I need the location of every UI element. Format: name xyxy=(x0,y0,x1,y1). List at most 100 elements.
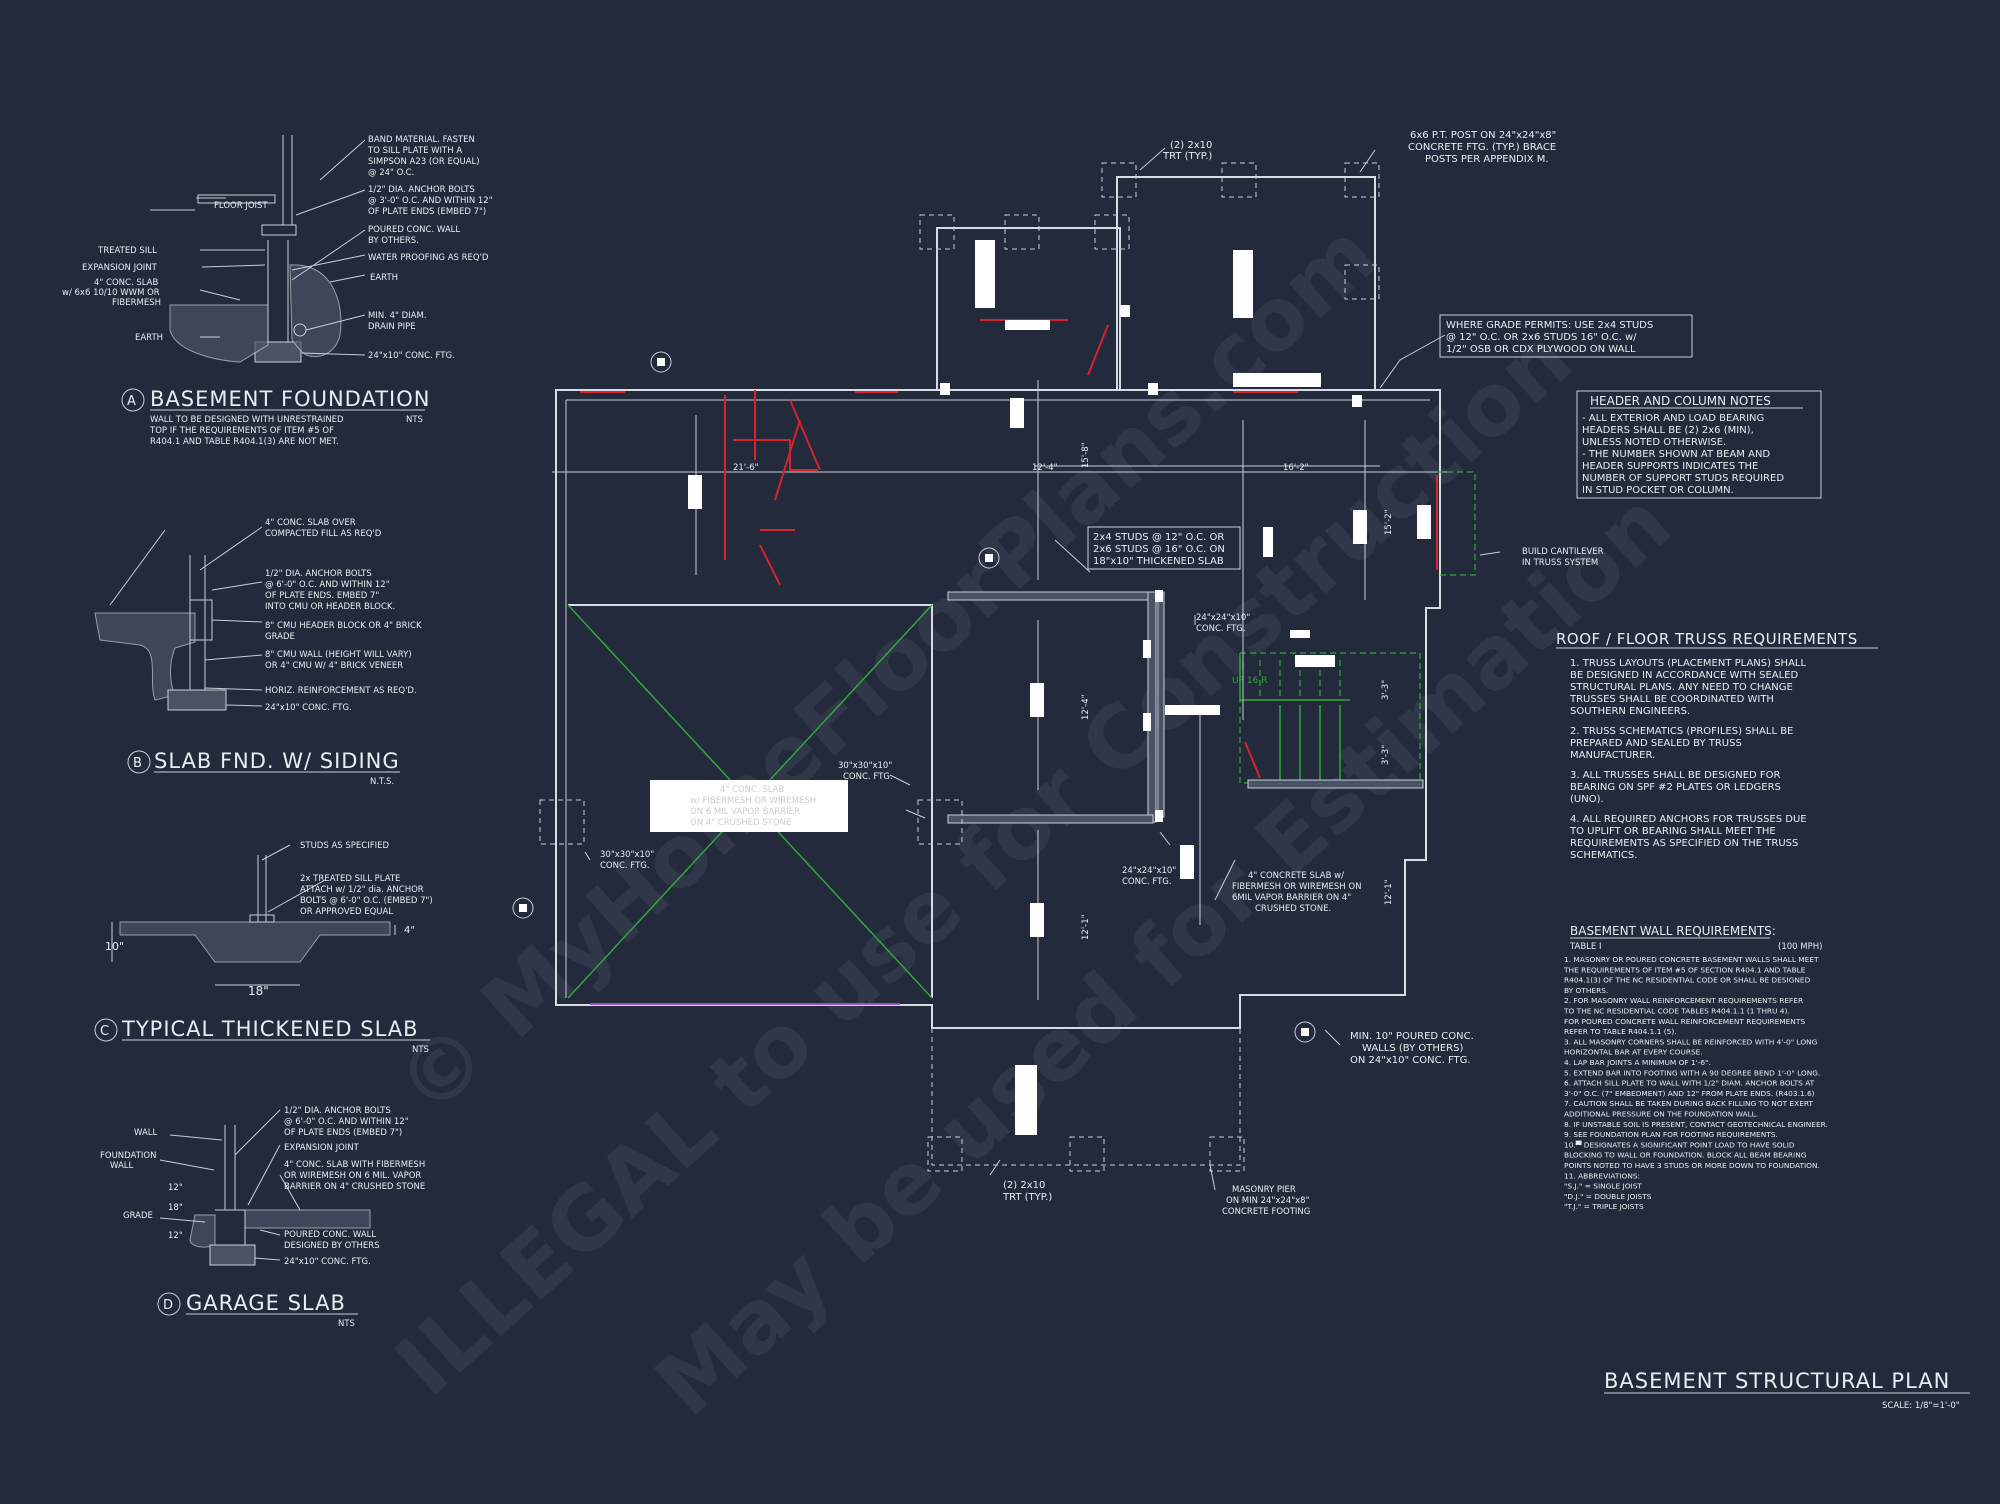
detail-b-anchor-4: INTO CMU OR HEADER BLOCK. xyxy=(265,602,395,612)
detail-a-floor-joist: FLOOR JOIST xyxy=(214,201,268,211)
header-notes-line-6: NUMBER OF SUPPORT STUDS REQUIRED xyxy=(1582,473,1784,484)
header-notes-line-3: UNLESS NOTED OTHERWISE. xyxy=(1582,437,1726,448)
truss-1-1: 1. TRUSS LAYOUTS (PLACEMENT PLANS) SHALL xyxy=(1570,658,1806,669)
detail-b-scale: N.T.S. xyxy=(370,777,394,787)
studs-note-1: 2x4 STUDS @ 12" O.C. OR xyxy=(1093,532,1224,543)
detail-c-marker: C xyxy=(100,1024,109,1039)
plan-slab-3: 6MIL VAPOR BARRIER ON 4" xyxy=(1232,893,1351,903)
bwr-line: 8. IF UNSTABLE SOIL IS PRESENT, CONTACT … xyxy=(1564,1120,1828,1129)
grade-note-box xyxy=(1439,314,1693,358)
detail-a-drain-1: MIN. 4" DIAM. xyxy=(368,311,427,321)
trt-bottom-2: TRT (TYP.) xyxy=(1002,1192,1052,1203)
detail-c-sill-3: BOLTS @ 6'-0" O.C. (EMBED 7") xyxy=(300,896,433,906)
post-note-1: 6x6 P.T. POST ON 24"x24"x8" xyxy=(1410,130,1556,141)
basement-plan: UP 16 R xyxy=(512,130,1693,1217)
detail-a-band-3: SIMPSON A23 (OR EQUAL) xyxy=(368,157,480,167)
detail-b-title: SLAB FND. W/ SIDING xyxy=(154,749,400,773)
bwr-line: FOR POURED CONCRETE WALL REINFORCEMENT R… xyxy=(1564,1017,1805,1026)
detail-a-band-4: @ 24" O.C. xyxy=(368,168,414,178)
dashed-footings xyxy=(539,162,1380,1172)
detail-a-anchor-3: OF PLATE ENDS (EMBED 7") xyxy=(368,207,486,217)
truss-2-3: MANUFACTURER. xyxy=(1570,750,1655,761)
sheet-title-block: BASEMENT STRUCTURAL PLAN SCALE: 1/8"=1'-… xyxy=(1604,1369,1970,1411)
cantilever-1: BUILD CANTILEVER xyxy=(1522,547,1604,557)
detail-c-dim-slab: 4" xyxy=(404,925,415,936)
stair-up-label: UP 16 R xyxy=(1232,676,1267,686)
ftg-30b-1: 30"x30"x10" xyxy=(600,850,654,860)
bwr-line: 10.▀ DESIGNATES A SIGNIFICANT POINT LOAD… xyxy=(1564,1140,1795,1149)
sheet-title: BASEMENT STRUCTURAL PLAN xyxy=(1604,1369,1950,1393)
detail-b-anchor-2: @ 6'-0" O.C. AND WITHIN 12" xyxy=(265,580,390,590)
detail-d-slab-2: OR WIREMESH ON 6 MIL. VAPOR xyxy=(284,1171,421,1181)
truss-1-4: TRUSSES SHALL BE COORDINATED WITH xyxy=(1569,694,1774,705)
garage-slab-box xyxy=(650,780,848,832)
bwr-line: 3. ALL MASONRY CORNERS SHALL BE REINFORC… xyxy=(1564,1037,1818,1046)
detail-a-waterproof: WATER PROOFING AS REQ'D xyxy=(368,253,489,263)
header-column-notes: HEADER AND COLUMN NOTES - ALL EXTERIOR A… xyxy=(1576,390,1822,499)
detail-b-slab-2: COMPACTED FILL AS REQ'D xyxy=(265,529,382,539)
bwr-line: "S.J." = SINGLE JOIST xyxy=(1564,1182,1642,1191)
detail-b-cmu-1: 8" CMU WALL (HEIGHT WILL VARY) xyxy=(265,650,412,660)
detail-a-drain-2: DRAIN PIPE xyxy=(368,322,416,332)
detail-c-scale: NTS xyxy=(412,1045,429,1055)
detail-b-ftg: 24"x10" CONC. FTG. xyxy=(265,703,352,713)
truss-3-2: BEARING ON SPF #2 PLATES OR LEDGERS xyxy=(1570,782,1781,793)
header-notes-line-2: HEADERS SHALL BE (2) 2x6 (MIN), xyxy=(1582,425,1754,436)
ftg-24a-1: 24"x24"x10" xyxy=(1196,613,1250,623)
bwr-line: R404.1(3) OF THE NC RESIDENTIAL CODE OR … xyxy=(1564,976,1811,985)
detail-a-slab-1: 4" CONC. SLAB xyxy=(94,278,158,288)
bwr-line: BY OTHERS. xyxy=(1564,986,1608,995)
header-notes-line-5: HEADER SUPPORTS INDICATES THE xyxy=(1582,461,1758,472)
detail-a-title: BASEMENT FOUNDATION xyxy=(150,387,430,411)
detail-d-dim-18: 18" xyxy=(168,1203,183,1213)
bwr-line: POINTS NOTED TO HAVE 3 STUDS OR MORE DOW… xyxy=(1564,1161,1820,1170)
pier-3: CONCRETE FOOTING xyxy=(1222,1207,1310,1217)
bwr-line: 7. CAUTION SHALL BE TAKEN DURING BACK FI… xyxy=(1564,1099,1813,1108)
bwr-line: 2. FOR MASONRY WALL REINFORCEMENT REQUIR… xyxy=(1564,996,1803,1005)
stair: UP 16 R xyxy=(1232,652,1424,789)
trt-bottom-1: (2) 2x10 xyxy=(1003,1180,1045,1191)
header-notes-line-1: - ALL EXTERIOR AND LOAD BEARING xyxy=(1582,413,1764,424)
grade-note-3: 1/2" OSB OR CDX PLYWOOD ON WALL xyxy=(1446,344,1636,355)
truss-4-4: SCHEMATICS. xyxy=(1570,850,1637,861)
basement-wall-requirements: 1. MASONRY OR POURED CONCRETE BASEMENT W… xyxy=(1563,955,1828,1211)
wall-note-3: ON 24"x10" CONC. FTG. xyxy=(1350,1055,1471,1066)
detail-d-fnd-wall-2: WALL xyxy=(110,1161,133,1171)
detail-b-anchor-3: OF PLATE ENDS. EMBED 7" xyxy=(265,591,379,601)
bwr-line: 1. MASONRY OR POURED CONCRETE BASEMENT W… xyxy=(1564,955,1819,964)
ftg-30a-1: 30"x30"x10" xyxy=(838,761,892,771)
detail-d-expansion: EXPANSION JOINT xyxy=(284,1143,360,1153)
detail-a-note-3: R404.1 AND TABLE R404.1(3) ARE NOT MET. xyxy=(150,437,339,447)
bwr-line: REFER TO TABLE R404.1.1 (5). xyxy=(1564,1027,1677,1036)
bwr-line: HORIZONTAL BAR AT EVERY COURSE. xyxy=(1564,1048,1703,1057)
detail-a-anchor-1: 1/2" DIA. ANCHOR BOLTS xyxy=(368,185,475,195)
ftg-30b-2: CONC. FTG. xyxy=(600,861,650,871)
trt-top-1: (2) 2x10 xyxy=(1170,140,1212,151)
detail-a-earth-left: EARTH xyxy=(135,333,163,343)
watermark-line-2: ILLEGAL to use for Construction xyxy=(377,309,1591,1416)
truss-3-1: 3. ALL TRUSSES SHALL BE DESIGNED FOR xyxy=(1570,770,1781,781)
post-note-2: CONCRETE FTG. (TYP.) BRACE xyxy=(1408,142,1556,153)
detail-a-expansion: EXPANSION JOINT xyxy=(82,263,158,273)
wall-note-1: MIN. 10" POURED CONC. xyxy=(1350,1031,1474,1042)
detail-d-anchor-3: OF PLATE ENDS (EMBED 7") xyxy=(284,1128,402,1138)
detail-b-slab-1: 4" CONC. SLAB OVER xyxy=(265,518,356,528)
bwr-line: 5. EXTEND BAR INTO FOOTING WITH A 90 DEG… xyxy=(1564,1068,1820,1077)
detail-a-scale: NTS xyxy=(406,415,423,425)
bwr-line: 4. LAP BAR JOINTS A MINIMUM OF 1'-6". xyxy=(1564,1058,1711,1067)
detail-a-slab-2: w/ 6x6 10/10 WWM OR xyxy=(62,288,160,298)
truss-title: ROOF / FLOOR TRUSS REQUIREMENTS xyxy=(1556,630,1858,648)
truss-4-3: REQUIREMENTS AS SPECIFIED ON THE TRUSS xyxy=(1570,838,1798,849)
ftg-30a-2: CONC. FTG. xyxy=(843,772,893,782)
pier-1: MASONRY PIER xyxy=(1232,1185,1296,1195)
bwr-line: BLOCKING TO WALL OR FOUNDATION. BLOCK AL… xyxy=(1564,1151,1807,1160)
garage-slab-1: 4" CONC. SLAB xyxy=(720,785,784,795)
ftg-24b-2: CONC. FTG. xyxy=(1122,877,1172,887)
detail-a-anchor-2: @ 3'-0" O.C. AND WITHIN 12" xyxy=(368,196,493,206)
dim-d3: 16'-2" xyxy=(1283,463,1309,473)
dim-d1: 21'-6" xyxy=(733,463,759,473)
detail-d-scale: NTS xyxy=(338,1319,355,1329)
grade-note-2: @ 12" O.C. OR 2x6 STUDS 16" O.C. w/ xyxy=(1446,332,1637,343)
dim-d8: 12'-1" xyxy=(1384,879,1394,905)
